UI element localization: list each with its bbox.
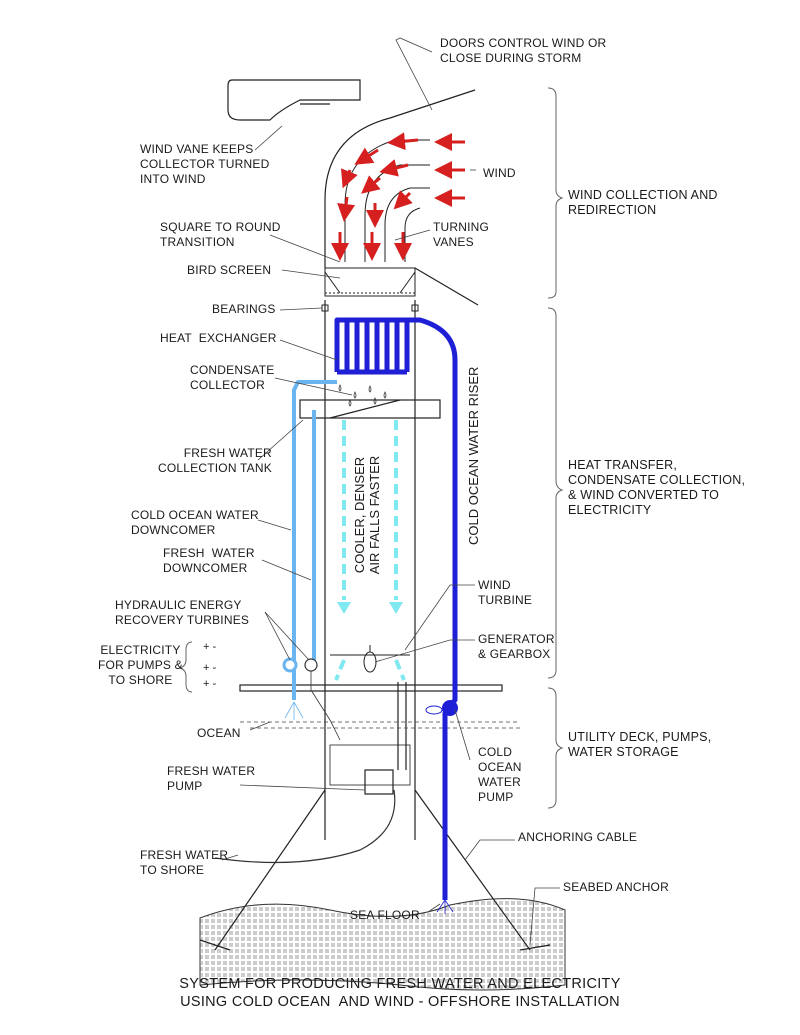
collector-door [414, 267, 479, 306]
label-doors-control-wind: DOORS CONTROL WIND OR CLOSE DURING STORM [440, 36, 607, 65]
label-ocean: OCEAN [197, 726, 241, 740]
outflow-pipe [310, 671, 341, 741]
label-electricity: ELECTRICITY FOR PUMPS & TO SHORE [98, 643, 183, 687]
cold-water-pipe [334, 317, 458, 900]
riser-inlet [436, 899, 454, 914]
label-fresh-water-to-shore: FRESH WATER TO SHORE [140, 848, 229, 877]
label-cold-ocean-water-riser: COLD OCEAN WATER RISER [466, 366, 481, 545]
bird-screen [324, 267, 416, 297]
label-wind-vane: WIND VANE KEEPS COLLECTOR TURNED INTO WI… [140, 142, 270, 186]
section-heat-transfer: HEAT TRANSFER, CONDENSATE COLLECTION, & … [568, 458, 746, 517]
fresh-water-to-shore-line [214, 789, 396, 864]
spray [284, 701, 304, 720]
label-sea-floor: SEA FLOOR [350, 908, 420, 922]
bearings [321, 304, 419, 312]
label-wind: WIND [483, 166, 516, 180]
leader-lines [221, 37, 560, 946]
electric-terminal-2: + - [203, 662, 217, 674]
label-heat-exchanger: HEAT EXCHANGER [160, 331, 277, 345]
cold-pump-intake [425, 705, 443, 715]
condensate-drops [338, 384, 387, 407]
turning-vanes [344, 139, 430, 262]
electric-terminal-1: + - [203, 641, 217, 653]
hydraulic-turbine-2 [304, 658, 318, 672]
section-braces [178, 87, 564, 809]
label-cooler-denser-air: COOLER, DENSER AIR FALLS FASTER [352, 455, 382, 575]
seabed [199, 898, 566, 991]
label-cold-downcomer: COLD OCEAN WATER DOWNCOMER [131, 508, 259, 537]
section-wind-collection: WIND COLLECTION AND REDIRECTION [568, 188, 718, 217]
label-fresh-water-pump: FRESH WATER PUMP [167, 764, 256, 793]
wind-vane [227, 79, 476, 268]
label-condensate-collector: CONDENSATE COLLECTOR [190, 363, 275, 392]
tower-body [214, 300, 531, 951]
hydraulic-turbine-1 [282, 657, 298, 673]
section-utility-deck: UTILITY DECK, PUMPS, WATER STORAGE [568, 730, 712, 759]
label-square-to-round: SQUARE TO ROUND TRANSITION [160, 220, 281, 249]
wind-arrows [331, 132, 465, 261]
label-fresh-downcomer: FRESH WATER DOWNCOMER [163, 546, 255, 575]
label-fresh-water-tank: FRESH WATER COLLECTION TANK [158, 446, 272, 475]
cold-water-pump-body [442, 700, 458, 716]
label-bearings: BEARINGS [212, 302, 276, 316]
label-hydraulic-turbines: HYDRAULIC ENERGY RECOVERY TURBINES [115, 598, 250, 627]
ocean-surface [240, 721, 520, 729]
label-wind-turbine: WIND TURBINE [478, 578, 533, 607]
diagram-title: SYSTEM FOR PRODUCING FRESH WATER AND ELE… [179, 976, 621, 1010]
air-flow-arrows [334, 420, 406, 681]
label-seabed-anchor: SEABED ANCHOR [563, 880, 669, 894]
label-turning-vanes: TURNING VANES [433, 220, 490, 249]
electric-terminal-3: + - [203, 678, 217, 690]
label-cold-ocean-water-pump: COLD OCEAN WATER PUMP [478, 745, 522, 804]
label-bird-screen: BIRD SCREEN [187, 263, 272, 277]
fresh-water-pipe [292, 380, 337, 700]
seabed-anchors [199, 939, 551, 951]
label-generator-gearbox: GENERATOR & GEARBOX [478, 632, 555, 661]
label-anchoring-cable: ANCHORING CABLE [518, 830, 638, 844]
